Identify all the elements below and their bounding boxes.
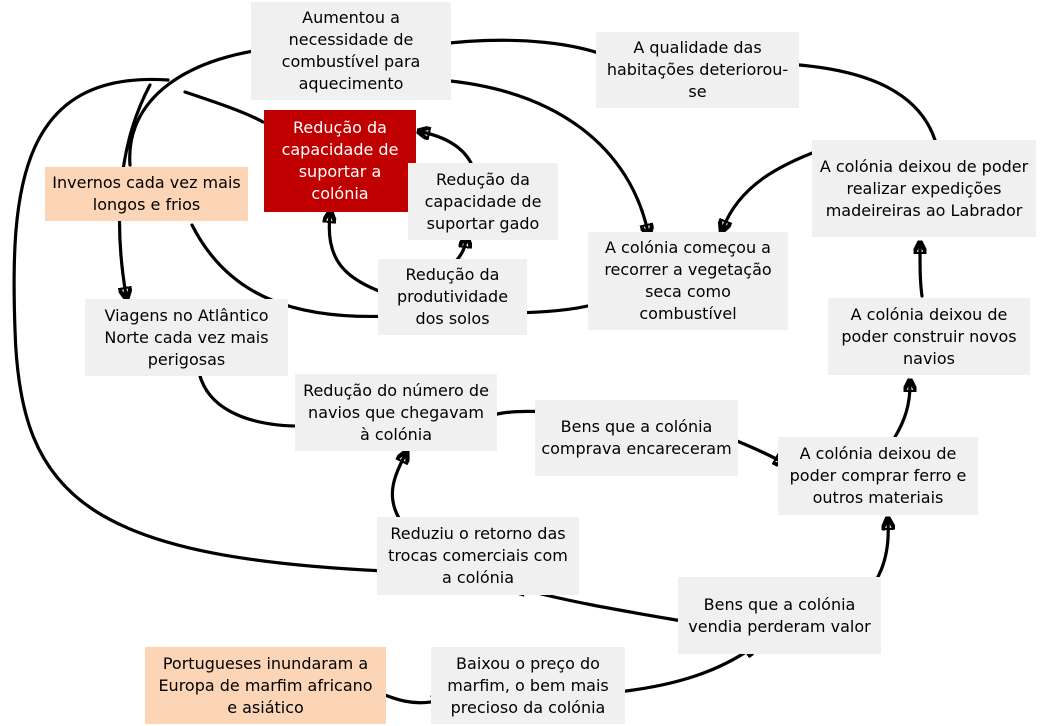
node-navios-novos: A colónia deixou de poder construir novo… bbox=[828, 298, 1030, 375]
node-capacidade-colonia-label: Redução da capacidade de suportar a coló… bbox=[281, 118, 399, 203]
arrow-retorno-to-numero-navios bbox=[390, 455, 405, 522]
node-combustivel-label: Aumentou a necessidade de combustível pa… bbox=[281, 8, 421, 93]
node-habitacoes-label: A qualidade das habitações deteriorou-se bbox=[606, 38, 789, 101]
node-portugueses[interactable]: Portugueses inundaram a Europa de marfim… bbox=[145, 647, 386, 724]
node-bens-comprava-label: Bens que a colónia comprava encareceram bbox=[541, 417, 732, 458]
node-produtividade: Redução da produtividade dos solos bbox=[378, 259, 527, 335]
node-retorno-label: Reduziu o retorno das trocas comerciais … bbox=[388, 524, 568, 587]
arrow-ferro-to-navios-novos bbox=[893, 384, 910, 439]
node-bens-comprava: Bens que a colónia comprava encareceram bbox=[535, 400, 738, 476]
node-numero-navios-label: Redução do número de navios que chegavam… bbox=[303, 380, 489, 444]
node-ferro: A colónia deixou de poder comprar ferro … bbox=[778, 437, 978, 515]
node-habitacoes: A qualidade das habitações deteriorou-se bbox=[596, 32, 799, 108]
node-expedicoes-label: A colónia deixou de poder realizar exped… bbox=[819, 156, 1029, 220]
node-numero-navios: Redução do número de navios que chegavam… bbox=[295, 374, 497, 451]
node-capacidade-gado-label: Redução da capacidade de suportar gado bbox=[424, 169, 542, 233]
node-vegetacao: A colónia começou a recorrer a vegetação… bbox=[588, 232, 788, 330]
node-invernos-label: Invernos cada vez mais longos e frios bbox=[52, 173, 241, 214]
node-marfim-label: Baixou o preço do marfim, o bem mais pre… bbox=[447, 653, 609, 717]
node-ferro-label: A colónia deixou de poder comprar ferro … bbox=[789, 444, 967, 507]
node-produtividade-label: Redução da produtividade dos solos bbox=[396, 265, 509, 328]
node-marfim: Baixou o preço do marfim, o bem mais pre… bbox=[431, 647, 625, 724]
node-vegetacao-label: A colónia começou a recorrer a vegetação… bbox=[604, 238, 772, 323]
node-capacidade-gado: Redução da capacidade de suportar gado bbox=[408, 163, 558, 240]
node-combustivel: Aumentou a necessidade de combustível pa… bbox=[251, 2, 451, 100]
node-bens-vendia-label: Bens que a colónia vendia perderam valor bbox=[688, 594, 871, 636]
node-viagens: Viagens no Atlântico Norte cada vez mais… bbox=[85, 299, 288, 376]
node-bens-vendia: Bens que a colónia vendia perderam valor bbox=[678, 577, 881, 654]
arrow-expedicoes-to-vegetacao bbox=[723, 148, 822, 228]
arrow-capacidade-gado-to-capacidade-colonia bbox=[422, 132, 474, 167]
node-portugueses-label: Portugueses inundaram a Europa de marfim… bbox=[158, 653, 373, 717]
node-retorno: Reduziu o retorno das trocas comerciais … bbox=[377, 517, 579, 595]
node-navios-novos-label: A colónia deixou de poder construir novo… bbox=[841, 304, 1017, 368]
arrow-marfim-to-bens-vendia bbox=[616, 648, 752, 694]
node-capacidade-colonia: Redução da capacidade de suportar a coló… bbox=[264, 110, 416, 212]
arrow-navios-novos-to-expedicoes bbox=[920, 246, 922, 298]
node-viagens-label: Viagens no Atlântico Norte cada vez mais… bbox=[104, 305, 269, 369]
node-expedicoes: A colónia deixou de poder realizar exped… bbox=[812, 140, 1036, 237]
node-invernos[interactable]: Invernos cada vez mais longos e frios bbox=[45, 167, 248, 221]
